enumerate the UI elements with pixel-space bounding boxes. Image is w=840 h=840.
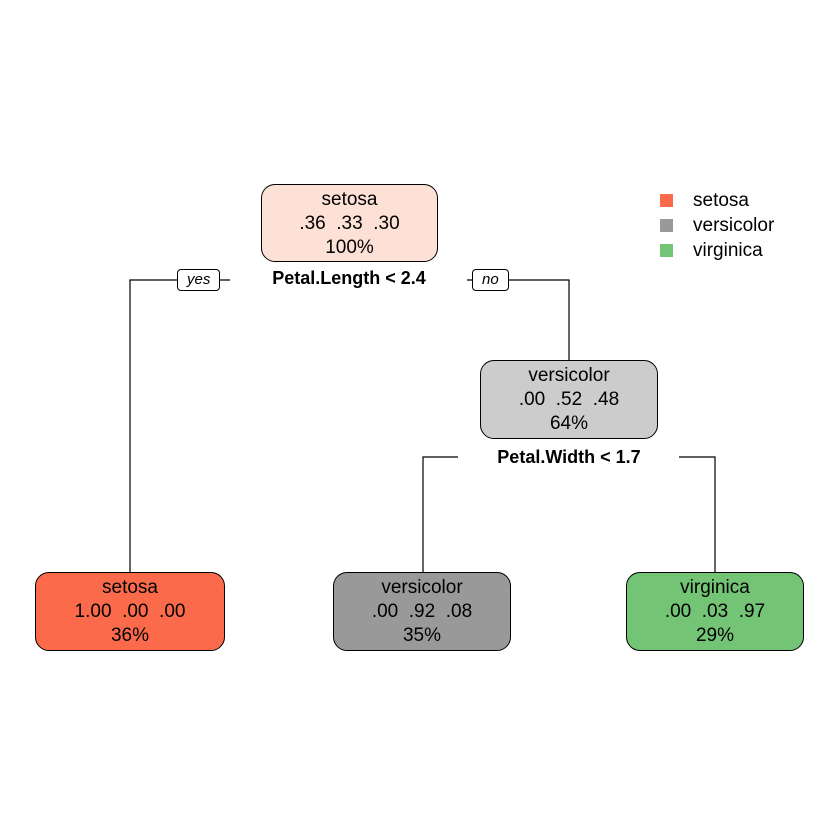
node-percent: 35% [402,625,442,646]
node-percent: 64% [549,413,589,434]
node-probs: .00 .03 .97 [664,601,766,622]
node-probs: .00 .52 .48 [518,389,620,410]
legend-label: setosa [693,189,749,211]
leaf-setosa: setosa 1.00 .00 .00 36% [35,572,225,651]
node-class: versicolor [528,365,610,386]
legend-swatch [660,219,673,232]
legend-swatch [660,244,673,257]
node-class: versicolor [381,577,463,598]
node-root: setosa .36 .33 .30 100% [261,184,438,262]
node-probs: .36 .33 .30 [299,213,400,234]
edge-n3-right [679,456,716,573]
leaf-virginica: virginica .00 .03 .97 29% [626,572,804,651]
legend-label: versicolor [693,214,775,236]
node-percent: 100% [325,237,374,258]
node-percent: 36% [110,625,150,646]
branch-label-yes: yes [177,269,221,291]
edge-root-left [129,279,230,573]
node-class: virginica [680,577,750,598]
node-probs: .00 .92 .08 [371,601,473,622]
legend-label: virginica [693,239,763,261]
legend-item-setosa: setosa [660,188,774,213]
branch-label-no: no [472,269,509,291]
split-label-root: Petal.Length < 2.4 [266,268,432,289]
legend-item-virginica: virginica [660,238,774,263]
legend-item-versicolor: versicolor [660,213,774,238]
legend: setosa versicolor virginica [660,188,774,263]
node-class: setosa [321,189,378,210]
edge-root-right [467,279,570,361]
legend-swatch [660,194,673,207]
node-class: setosa [102,577,158,598]
node-versicolor-internal: versicolor .00 .52 .48 64% [480,360,658,439]
node-probs: 1.00 .00 .00 [74,601,186,622]
leaf-versicolor: versicolor .00 .92 .08 35% [333,572,511,651]
node-percent: 29% [695,625,735,646]
edge-n3-left [422,456,458,573]
split-label-n3: Petal.Width < 1.7 [491,447,647,468]
